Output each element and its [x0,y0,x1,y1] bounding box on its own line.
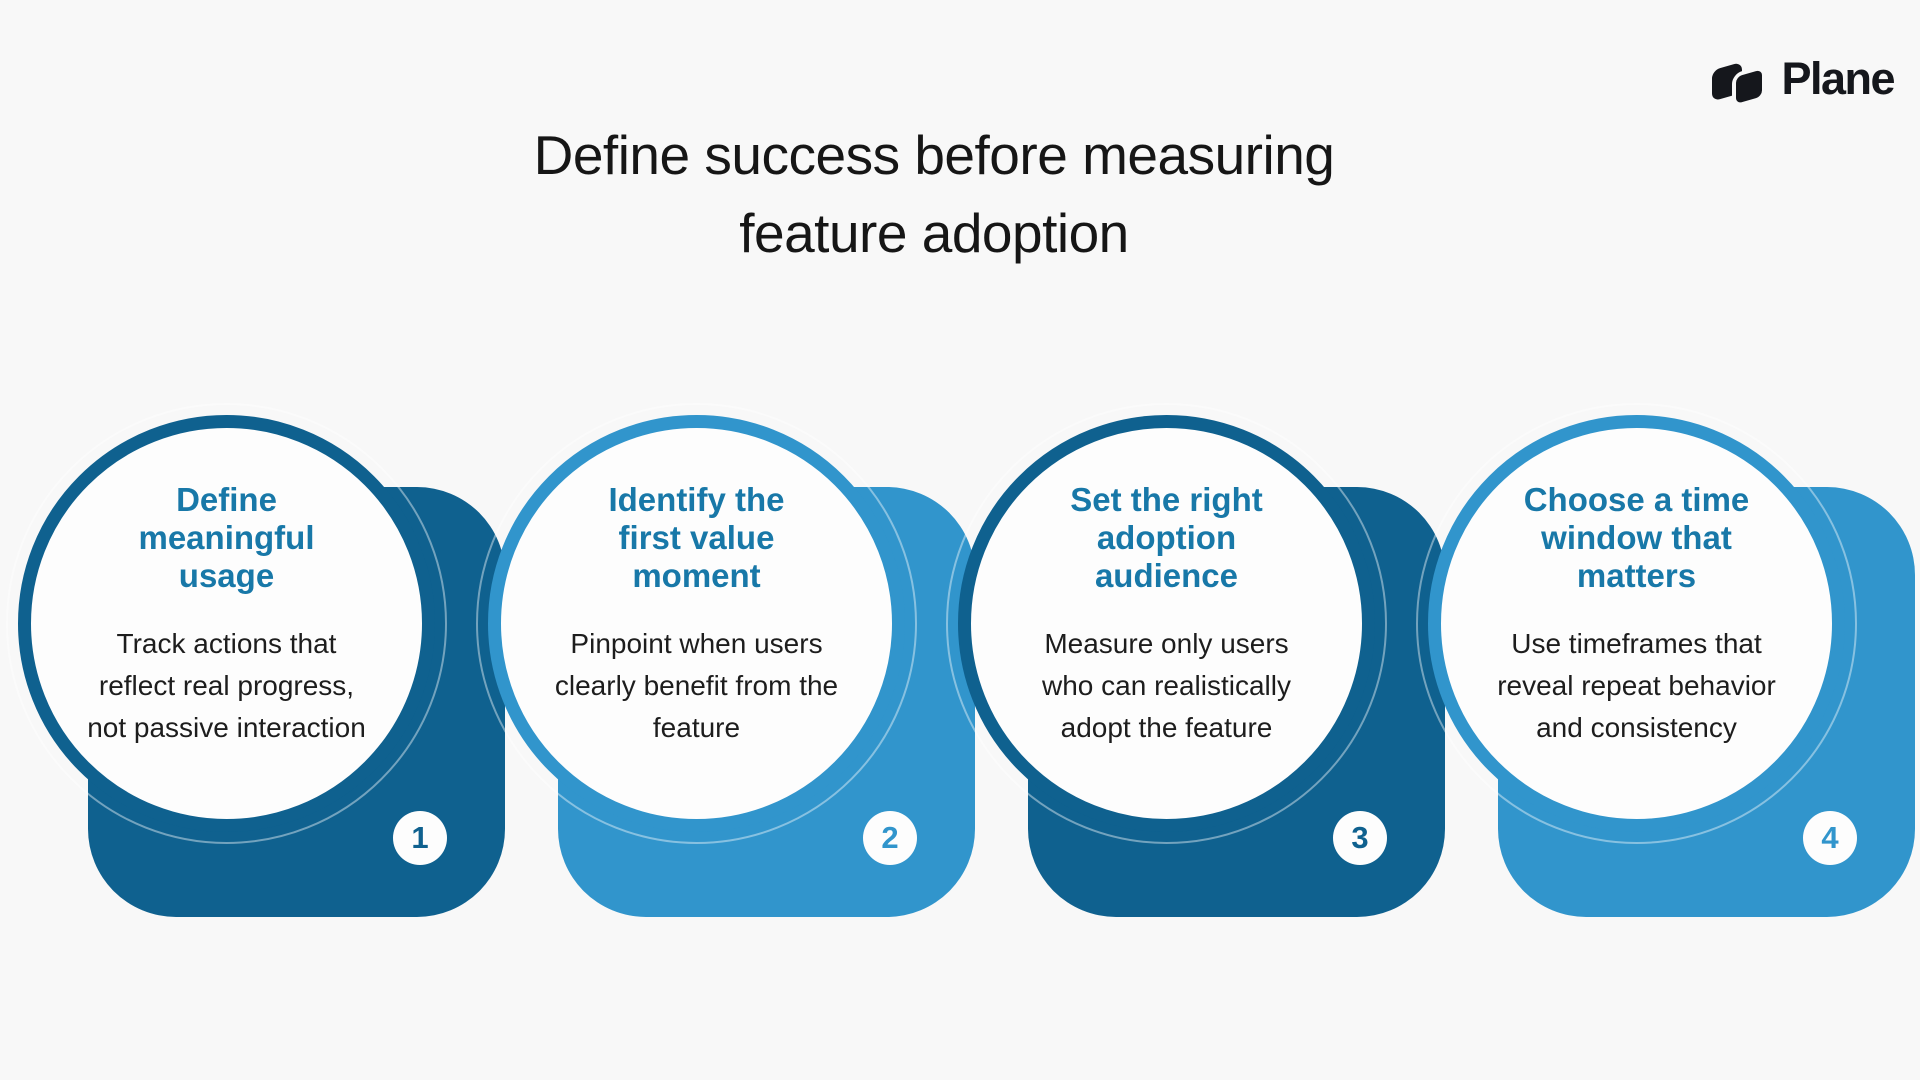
card-body: Pinpoint when users clearly benefit from… [554,627,839,743]
card-body: Use timeframes that reveal repeat behavi… [1497,627,1776,743]
circle-outline-ring [476,403,917,844]
card-circle: Set the right adoption audience Measure … [958,415,1375,832]
card-heading: Identify the first value moment [608,480,785,594]
step-number-badge: 1 [393,811,447,865]
card-circle: Identify the first value moment Pinpoint… [488,415,905,832]
step-number-badge: 3 [1333,811,1387,865]
card-heading: Choose a time window that matters [1523,480,1750,594]
card-heading: Define meaningful usage [138,480,315,594]
step-number-badge: 2 [863,811,917,865]
plane-logo-icon [1712,63,1767,106]
card-circle: Define meaningful usage Track actions th… [18,415,435,832]
plane-logo-text: Plane [1781,53,1895,104]
card-heading: Set the right adoption audience [1070,480,1263,594]
page-title: Define success before measuring feature … [534,116,1335,272]
card-body: Track actions that reflect real progress… [87,627,366,743]
step-number-badge: 4 [1803,811,1857,865]
card-circle: Choose a time window that matters Use ti… [1428,415,1845,832]
title-line-2: feature adoption [739,202,1129,264]
plane-logo: Plane [1709,52,1895,106]
circle-outline-ring [1416,403,1857,844]
step-card-3: Set the right adoption audience Measure … [946,403,1448,920]
title-line-1: Define success before measuring [533,124,1335,186]
step-card-1: Define meaningful usage Track actions th… [6,403,508,920]
circle-outline-ring [6,403,447,844]
circle-outline-ring [946,403,1387,844]
step-card-2: Identify the first value moment Pinpoint… [476,403,978,920]
card-body: Measure only users who can realistically… [1042,627,1291,743]
step-card-4: Choose a time window that matters Use ti… [1416,403,1918,920]
